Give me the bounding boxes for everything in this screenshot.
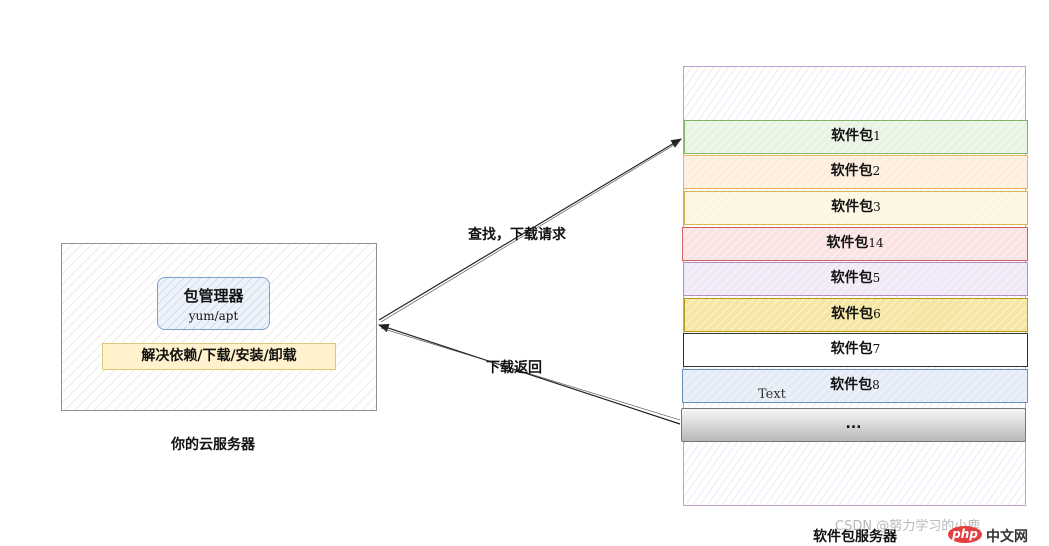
package-name: 软件包 [830,341,873,357]
dependency-box: 解决依赖/下载/安装/卸载 [102,343,336,370]
package-manager-box: 包管理器 yum/apt [157,277,270,330]
package-item: 软件包2 [683,155,1028,189]
php-logo-suffix: 中文网 [986,529,1028,545]
php-logo-icon: php [948,526,982,543]
package-more-item: ... [681,408,1026,442]
request-label: 查找，下载请求 [468,227,566,243]
package-number: 14 [868,236,884,250]
package-item: 软件包6 [684,298,1028,332]
package-server-label: 软件包服务器 [813,529,897,545]
return-arrow-sketch [380,327,681,421]
package-name: 软件包 [830,377,873,393]
package-number: 8 [872,378,880,392]
package-number: 7 [872,342,881,356]
package-number: 3 [873,200,881,214]
package-manager-title: 包管理器 [183,287,244,305]
package-item: 软件包5 [683,262,1028,296]
package-number: 1 [873,129,881,143]
package-number: 5 [872,271,881,285]
package-name: 软件包 [826,235,869,251]
package-number: 6 [873,307,881,321]
cloud-server-label: 你的云服务器 [171,437,255,453]
package-item: 软件包7 [683,333,1028,367]
package-name: 软件包 [830,163,873,179]
package-name: 软件包 [830,270,873,286]
package-item: 软件包8 [682,369,1028,403]
package-item: 软件包1 [684,120,1028,154]
package-item: 软件包14 [682,227,1028,261]
package-name: 软件包 [831,199,874,215]
package-item: 软件包3 [684,191,1028,225]
return-arrow [377,323,681,425]
package-name: 软件包 [831,128,874,144]
watermark-text: CSDN @努力学习的小鹿 [835,519,981,534]
return-label: 下载返回 [486,360,542,376]
text-annotation: Text [758,387,786,402]
package-manager-subtitle: yum/apt [188,309,239,323]
request-arrow [378,138,682,321]
request-arrow-sketch [380,141,680,323]
package-number: 2 [872,164,881,178]
package-name: 软件包 [831,306,874,322]
